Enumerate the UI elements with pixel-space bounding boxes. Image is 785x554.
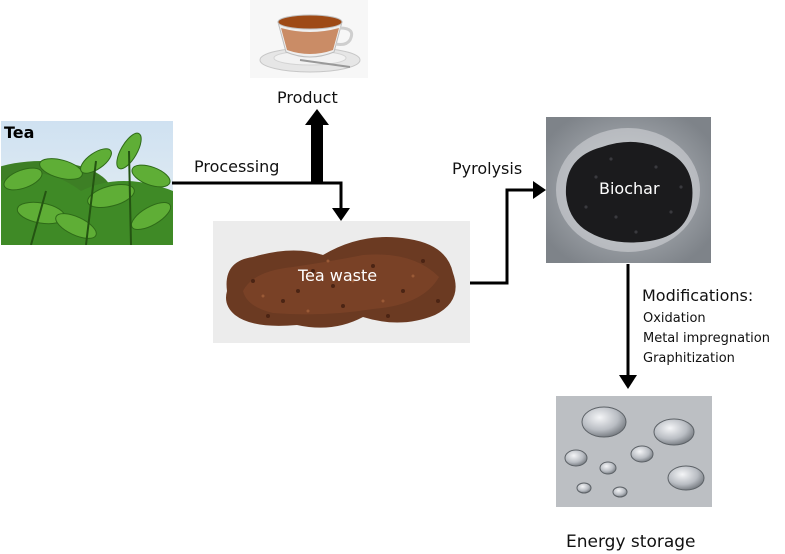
energy-storage-image: [556, 396, 712, 507]
tea-waste-label: Tea waste: [298, 266, 378, 285]
processing-label: Processing: [194, 157, 280, 176]
tea-plant-image: [1, 121, 173, 245]
tea-waste-image: [213, 221, 470, 343]
modification-item-graphitization: Graphitization: [643, 351, 735, 366]
modification-item-metal-impregnation: Metal impregnation: [643, 331, 770, 346]
processing-arrowhead: [332, 208, 350, 221]
modifications-title: Modifications:: [642, 286, 754, 305]
biochar-image: [546, 117, 711, 263]
product-label: Product: [277, 88, 338, 107]
pyrolysis-arrow: [470, 188, 538, 285]
modifications-arrowhead: [619, 375, 637, 389]
pyrolysis-arrowhead: [533, 181, 546, 199]
product-arrow-shaft: [311, 122, 323, 184]
processing-arrow: [172, 181, 343, 214]
energy-storage-label: Energy storage: [566, 532, 696, 552]
biochar-label: Biochar: [599, 179, 660, 198]
modification-item-oxidation: Oxidation: [643, 311, 706, 326]
product-arrowhead: [305, 109, 329, 125]
pyrolysis-label: Pyrolysis: [452, 159, 523, 178]
tea-cup-image: [250, 0, 368, 78]
tea-label: Tea: [4, 123, 35, 142]
